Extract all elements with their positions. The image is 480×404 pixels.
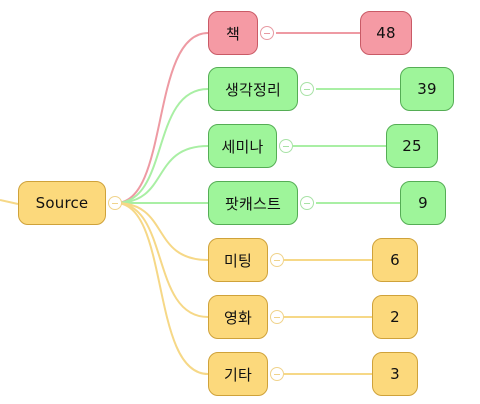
root-node[interactable]: Source [18,181,106,225]
collapse-toggle-책[interactable] [260,26,274,40]
category-label: 생각정리 [224,80,281,99]
link-root-to-영화 [115,202,209,318]
category-node-세미나[interactable]: 세미나 [208,124,277,168]
count-node-생각정리[interactable]: 39 [400,67,454,111]
count-node-세미나[interactable]: 25 [386,124,438,168]
category-label: 세미나 [221,137,264,156]
count-node-기타[interactable]: 3 [372,352,418,396]
category-node-미팅[interactable]: 미팅 [208,238,268,282]
count-label: 6 [390,251,400,269]
category-node-팟캐스트[interactable]: 팟캐스트 [208,181,298,225]
collapse-toggle-기타[interactable] [270,367,284,381]
link-root-to-세미나 [115,145,209,204]
root-lead-line [0,199,19,205]
category-node-책[interactable]: 책 [208,11,258,55]
count-label: 3 [390,365,400,383]
root-label: Source [35,194,89,212]
link-root-to-생각정리 [115,88,209,204]
count-node-영화[interactable]: 2 [372,295,418,339]
collapse-toggle-미팅[interactable] [270,253,284,267]
count-label: 39 [417,80,437,98]
count-node-미팅[interactable]: 6 [372,238,418,282]
category-label: 책 [225,24,240,43]
category-label: 미팅 [223,251,252,270]
count-node-책[interactable]: 48 [360,11,412,55]
category-label: 팟캐스트 [224,194,281,213]
collapse-toggle-영화[interactable] [270,310,284,324]
root-collapse-toggle[interactable] [108,196,122,210]
count-label: 25 [402,137,422,155]
collapse-toggle-생각정리[interactable] [300,82,314,96]
category-label: 영화 [223,308,252,327]
count-node-팟캐스트[interactable]: 9 [400,181,446,225]
category-label: 기타 [223,365,252,384]
count-label: 9 [418,194,428,212]
count-label: 2 [390,308,400,326]
collapse-toggle-팟캐스트[interactable] [300,196,314,210]
category-node-영화[interactable]: 영화 [208,295,268,339]
link-root-to-책 [115,32,209,204]
category-node-기타[interactable]: 기타 [208,352,268,396]
category-node-생각정리[interactable]: 생각정리 [208,67,298,111]
count-label: 48 [376,24,396,42]
collapse-toggle-세미나[interactable] [279,139,293,153]
link-root-to-미팅 [115,202,209,261]
link-root-to-기타 [115,202,209,375]
